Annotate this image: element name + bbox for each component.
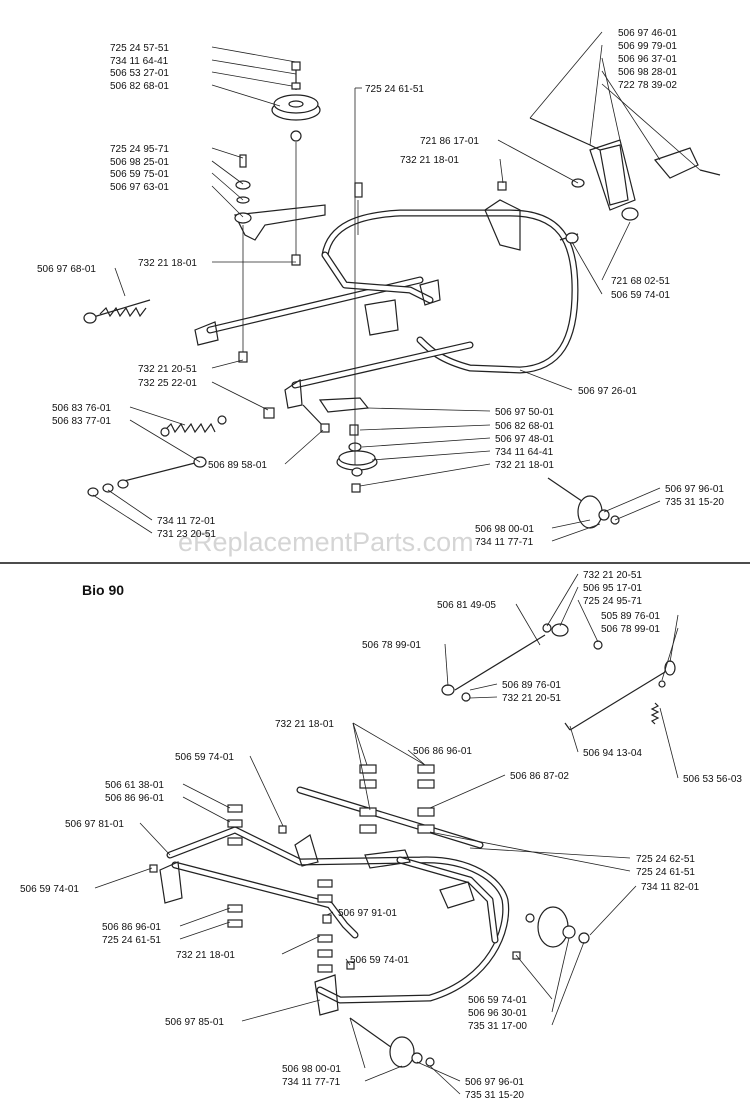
part-label: 732 21 18-01 [495,460,554,471]
part-label: 506 89 58-01 [208,460,267,471]
part-label: 506 98 28-01 [618,67,677,78]
part-label: 734 11 77-71 [282,1077,341,1088]
part-label: 506 97 96-01 [465,1077,524,1088]
part-label: 732 21 20-51 [138,364,197,375]
part-label: 732 21 18-01 [138,258,197,269]
part-label: 506 97 96-01 [665,484,724,495]
part-label: 732 25 22-01 [138,378,197,389]
part-label: 734 11 64-41 [110,56,169,67]
part-label: 506 53 56-03 [683,774,742,785]
watermark: eReplacementParts.com [178,527,474,557]
part-label: 506 95 17-01 [583,583,642,594]
part-label: 506 94 13-04 [583,748,642,759]
part-label: 506 98 00-01 [475,524,534,535]
part-label: 506 59 74-01 [350,955,409,966]
part-label: 506 83 77-01 [52,416,111,427]
part-label: 725 24 57-51 [110,43,169,54]
part-label: 734 11 77-71 [475,537,534,548]
part-label: 506 97 63-01 [110,182,169,193]
part-label: 506 97 50-01 [495,407,554,418]
part-label: 506 59 74-01 [611,290,670,301]
part-label: 721 86 17-01 [420,136,479,147]
part-label: 506 86 96-01 [413,746,472,757]
part-label: 506 98 00-01 [282,1064,341,1075]
part-label: 732 21 20-51 [583,570,642,581]
part-label: 735 31 15-20 [665,497,724,508]
part-label: 725 24 95-71 [583,596,642,607]
part-label: 734 11 82-01 [641,882,700,893]
part-label: 506 86 87-02 [510,771,569,782]
part-label: 506 78 99-01 [362,640,421,651]
part-label: 506 97 85-01 [165,1017,224,1028]
part-label: 506 59 74-01 [20,884,79,895]
part-label: 506 97 81-01 [65,819,124,830]
part-label: 506 86 96-01 [105,793,164,804]
part-label: 506 81 49-05 [437,600,496,611]
upper-assembly-drawing [83,61,721,529]
part-label: 732 21 18-01 [275,719,334,730]
upper-leader-lines [92,31,701,542]
part-label: 725 24 61-51 [636,867,695,878]
part-label: 506 61 38-01 [105,780,164,791]
part-label: 506 53 27-01 [110,68,169,79]
part-label: 732 21 18-01 [176,950,235,961]
part-label: 734 11 72-01 [157,516,216,527]
part-label: 506 97 91-01 [338,908,397,919]
part-label: 506 98 25-01 [110,157,169,168]
part-label: 506 78 99-01 [601,624,660,635]
part-label: 725 24 62-51 [636,854,695,865]
part-label: 506 59 74-01 [468,995,527,1006]
part-label: 725 24 61-51 [102,935,161,946]
part-label: 506 97 68-01 [37,264,96,275]
part-label: 732 21 20-51 [502,693,561,704]
lower-assembly-drawing [149,623,676,1068]
lower-part-labels: 732 21 20-51 506 95 17-01 725 24 95-71 5… [20,570,742,1101]
part-label: 506 59 75-01 [110,169,169,180]
part-label: 722 78 39-02 [618,80,677,91]
part-label: 506 83 76-01 [52,403,111,414]
part-label: 506 97 46-01 [618,28,677,39]
part-label: 734 11 64-41 [495,447,554,458]
part-label: 735 31 17-00 [468,1021,527,1032]
part-label: 735 31 15-20 [465,1090,524,1101]
part-label: 506 89 76-01 [502,680,561,691]
part-label: 732 21 18-01 [400,155,459,166]
part-label: 505 89 76-01 [601,611,660,622]
part-label: 506 82 68-01 [495,421,554,432]
part-label: 506 96 37-01 [618,54,677,65]
part-label: 506 97 26-01 [578,386,637,397]
part-label: 506 86 96-01 [102,922,161,933]
part-label: 721 68 02-51 [611,276,670,287]
upper-part-labels: 725 24 57-51 734 11 64-41 506 53 27-01 5… [37,28,724,548]
part-label: 725 24 95-71 [110,144,169,155]
part-label: 506 59 74-01 [175,752,234,763]
part-label: 731 23 20-51 [157,529,216,540]
part-label: 506 96 30-01 [468,1008,527,1019]
part-label: 506 99 79-01 [618,41,677,52]
lower-leader-lines [94,573,679,1095]
part-label: 506 82 68-01 [110,81,169,92]
part-label: 725 24 61-51 [365,84,424,95]
section-title-bio-90: Bio 90 [82,582,124,598]
part-label: 506 97 48-01 [495,434,554,445]
